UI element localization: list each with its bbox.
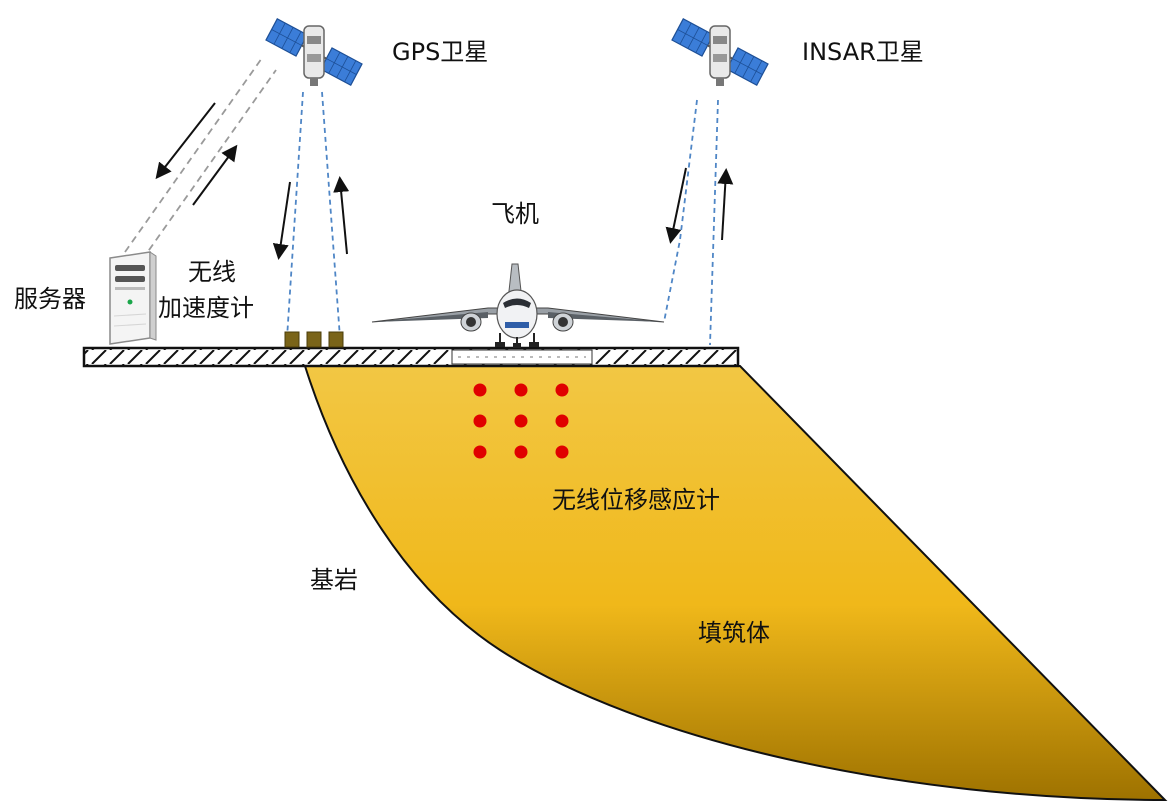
displacement-sensor-dot-icon <box>514 383 528 397</box>
arrow-up <box>333 176 350 255</box>
arrow-down <box>155 102 216 180</box>
ground-surface <box>82 346 740 368</box>
displacement-sensor-dot-icon <box>473 383 487 397</box>
insar-satellite-label: INSAR卫星 <box>802 38 924 66</box>
displacement-sensor-dot-icon <box>473 414 487 428</box>
bedrock-label: 基岩 <box>310 566 358 594</box>
accelerometer-label-line1: 无线 <box>188 258 236 286</box>
server-gps-link <box>124 57 277 261</box>
displacement-sensor-dot-icon <box>473 445 487 459</box>
airplane-icon <box>371 263 665 348</box>
displacement-sensor-dot-icon <box>555 414 569 428</box>
arrow-up <box>192 144 238 206</box>
gps-satellite-label: GPS卫星 <box>392 38 488 66</box>
accelerometer-label-line2: 加速度计 <box>158 294 254 322</box>
displacement-sensor-label: 无线位移感应计 <box>552 486 720 514</box>
accelerometer-box-icon <box>284 331 300 348</box>
gps-accelerometer-link <box>272 91 350 339</box>
aircraft-label: 飞机 <box>491 200 539 228</box>
fill-body-label: 填筑体 <box>698 619 770 647</box>
arrow-down <box>272 181 291 260</box>
arrow-down <box>665 167 687 244</box>
server-icon <box>109 251 157 345</box>
fill-body <box>303 365 1168 802</box>
accelerometer-box-icon <box>306 331 322 348</box>
displacement-sensor-dot-icon <box>555 445 569 459</box>
server-label: 服务器 <box>14 285 86 313</box>
insar-ground-link <box>663 99 734 346</box>
accelerometer-group <box>284 331 344 348</box>
displacement-sensor-dot-icon <box>514 414 528 428</box>
displacement-sensor-grid <box>473 383 569 459</box>
gps-satellite-icon <box>264 17 364 87</box>
displacement-sensor-dot-icon <box>514 445 528 459</box>
displacement-sensor-dot-icon <box>555 383 569 397</box>
accelerometer-box-icon <box>328 331 344 348</box>
arrow-up <box>717 168 734 241</box>
insar-satellite-icon <box>670 17 770 87</box>
